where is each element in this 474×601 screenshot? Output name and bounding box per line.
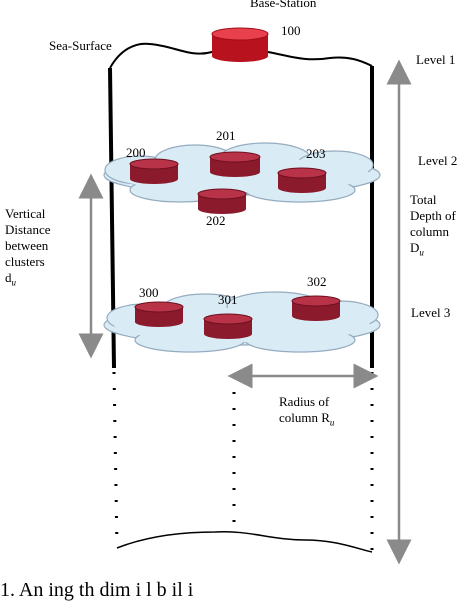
node-201-label: 201 [216,128,236,143]
figure-caption: 1. An ing th dim i l b il i [0,579,194,601]
node-300 [134,301,184,327]
level3-label: Level 3 [411,305,451,320]
column-left-dotted [112,371,119,549]
node-203-label: 203 [306,146,326,161]
node-200 [129,158,179,184]
base-station-label: Base-Station [250,0,317,10]
node-201 [209,151,261,177]
node-200-label: 200 [126,145,146,160]
node-302-label: 302 [307,274,327,289]
level1-label: Level 1 [416,52,456,67]
node-301-label: 301 [218,292,238,307]
radius-label: Radius of column Ru [279,394,335,428]
total-depth-label: Total Depth of column Du [410,192,456,258]
node-202-label: 202 [206,213,226,228]
column-bottom-line [116,530,373,553]
level2-label: Level 2 [418,153,458,168]
node-302 [291,295,341,321]
node-300-label: 300 [139,285,159,300]
node-100-label: 100 [281,23,301,38]
base-station-node [211,27,269,62]
vertical-distance-label: Vertical Distance between clusters du [5,206,51,288]
node-203 [277,167,327,193]
node-202 [197,188,247,214]
sea-surface-label: Sea-Surface [49,38,112,53]
node-301 [203,313,253,339]
